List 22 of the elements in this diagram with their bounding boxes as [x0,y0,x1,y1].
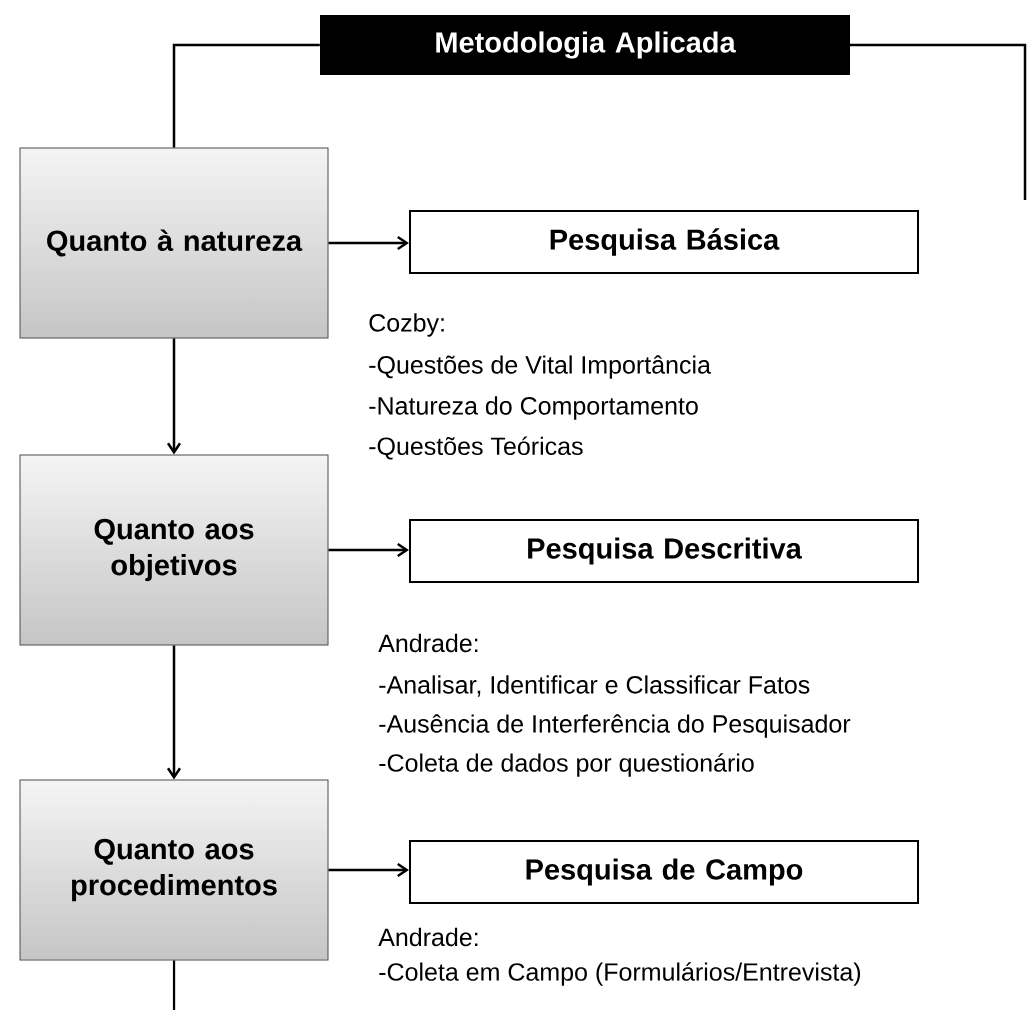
category-box: Quanto à natureza [19,147,329,339]
arrow [328,235,409,251]
result-box: Pesquisa Básica [409,210,919,274]
note-text: -Coleta em Campo (Formulários/Entrevista) [379,962,861,986]
note-text: -Natureza do Comportamento [369,396,698,420]
note-text: -Ausência de Interferência do Pesquisador [379,714,851,738]
note-text: -Questões Teóricas [369,436,583,460]
category-box: Quanto aos objetivos [19,454,329,646]
result-box: Pesquisa Descritiva [409,519,919,583]
arrow [166,338,182,455]
note-text: Andrade: [378,927,478,947]
arrow [328,542,409,558]
note-text: -Questões de Vital Importância [369,355,711,379]
note-text: -Coleta de dados por questionário [379,753,754,777]
note-text: -Analisar, Identificar e Classificar Fatos [379,675,810,697]
note-text: Cozby: [369,313,444,337]
note-text: Andrade: [378,633,478,653]
arrow [166,645,182,780]
result-box: Pesquisa de Campo [409,840,919,904]
arrow [328,862,409,878]
title-box: Metodologia Aplicada [320,15,850,75]
category-box: Quanto aos procedimentos [19,779,329,961]
